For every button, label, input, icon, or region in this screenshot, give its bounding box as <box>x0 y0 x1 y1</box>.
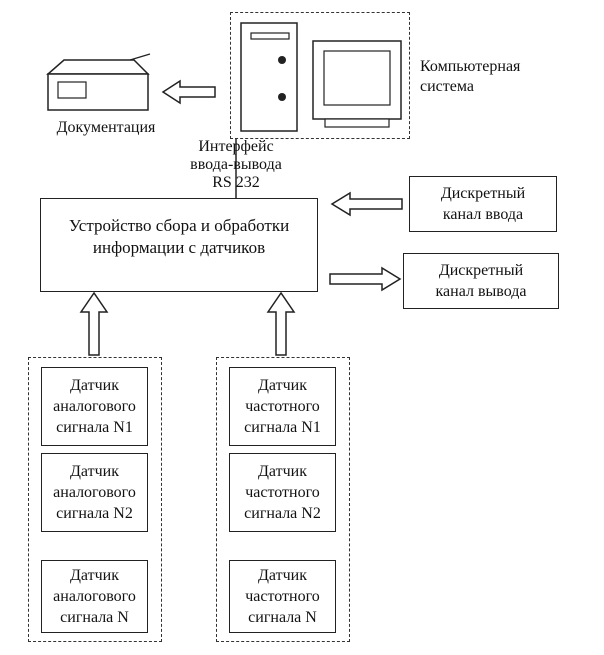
analog-sensor-n1: Датчик аналогового сигнала N1 <box>41 367 148 446</box>
processing-unit: Устройство сбора и обработки информации … <box>40 198 318 292</box>
analog-sensors-group <box>28 357 162 642</box>
analog-sensor-n2: Датчик аналогового сигнала N2 <box>41 453 148 532</box>
analog-sensor-n: Датчик аналогового сигнала N <box>41 560 148 633</box>
arrow-from-discrete-input <box>330 191 403 217</box>
arrow-from-frequency-sensors <box>266 291 296 356</box>
discrete-input-box: Дискретный канал ввода <box>409 176 557 232</box>
printer-icon <box>46 53 151 111</box>
computer-system-frame <box>230 12 410 139</box>
frequency-sensors-group <box>216 357 350 642</box>
computer-system-label: Компьютерная система <box>420 58 521 95</box>
frequency-sensor-n1: Датчик частотного сигнала N1 <box>229 367 336 446</box>
arrow-from-analog-sensors <box>79 291 109 356</box>
interface-label: Интерфейс ввода-вывода RS 232 <box>190 138 282 191</box>
discrete-output-box: Дискретный канал вывода <box>403 253 559 309</box>
arrow-to-discrete-output <box>329 266 402 292</box>
documentation-label: Документация <box>56 119 156 136</box>
arrow-to-documentation <box>161 79 216 105</box>
frequency-sensor-n: Датчик частотного сигнала N <box>229 560 336 633</box>
computer-icon <box>240 22 402 132</box>
frequency-sensor-n2: Датчик частотного сигнала N2 <box>229 453 336 532</box>
